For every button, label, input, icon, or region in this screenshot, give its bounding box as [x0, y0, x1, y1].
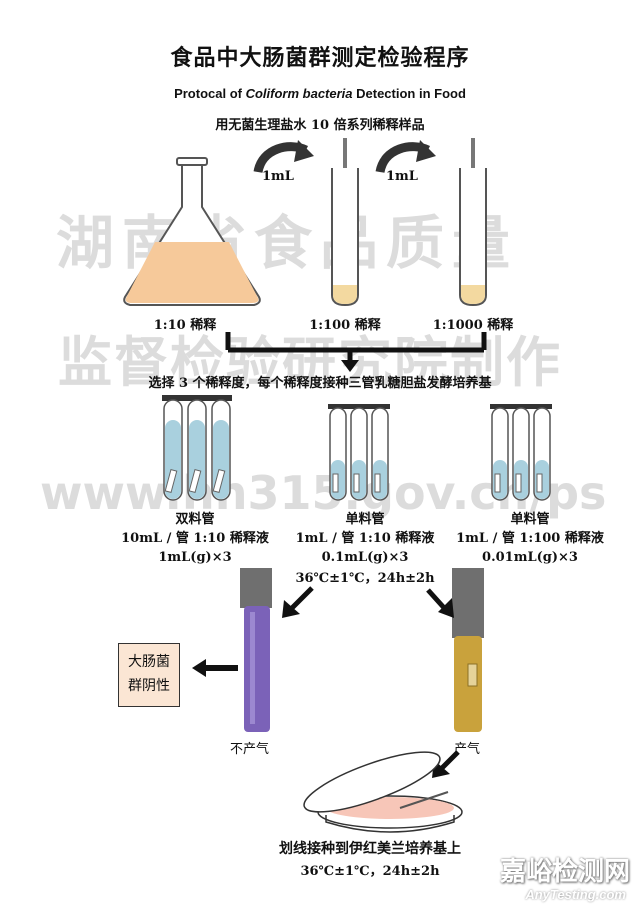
watermark-line-1: 湖南省食品质量	[56, 209, 519, 277]
step-dilution: 用无菌生理盐水 10 倍系列稀释样品	[215, 118, 425, 133]
negative-result-box: 大肠菌 群阴性	[118, 643, 180, 707]
tube-spec: 1mL / 管 1:10 稀释液	[295, 531, 435, 546]
tube-type: 双料管	[175, 512, 215, 527]
tube-type: 单料管	[510, 512, 550, 527]
transfer-arrow-1	[253, 140, 314, 174]
label-dilution-1-100: 1:100 稀释	[309, 318, 381, 333]
tube-group-double-label: 双料管 10mL / 管 1:10 稀释液 1mL(g)×3	[110, 510, 280, 567]
watermark-line-2: 监督检验研究院制作	[58, 331, 562, 394]
arrow-to-gas	[426, 588, 448, 612]
arrow-to-plate	[438, 750, 460, 772]
label-gas: 产气	[454, 742, 481, 757]
site-logo-en: AnyTesting.com	[525, 887, 626, 902]
tube-group-single-1-label: 单料管 1mL / 管 1:10 稀释液 0.1mL(g)×3	[280, 510, 450, 567]
transfer-arrow-2	[375, 140, 436, 174]
tube-result-gas	[452, 568, 484, 732]
petri-dish	[303, 751, 463, 833]
tube-dilution-1-100	[331, 138, 359, 307]
site-logo-cn: 嘉峪检测网	[499, 857, 630, 887]
tube-amount: 0.1mL(g)×3	[321, 550, 409, 565]
tube-amount: 0.01mL(g)×3	[482, 550, 578, 565]
tube-result-no-gas	[240, 568, 272, 732]
tube-spec: 1mL / 管 1:100 稀释液	[456, 531, 604, 546]
page-title: 食品中大肠菌群测定检验程序	[170, 46, 470, 71]
transfer-label-1: 1mL	[262, 169, 294, 184]
step-inoculate: 选择 3 个稀释度，每个稀释度接种三管乳糖胆盐发酵培养基	[148, 376, 492, 391]
tube-group-single-1	[328, 404, 390, 501]
step-streak: 划线接种到伊红美兰培养基上	[279, 841, 461, 857]
tube-group-single-2-label: 单料管 1mL / 管 1:100 稀释液 0.01mL(g)×3	[440, 510, 620, 567]
tube-group-single-2	[490, 404, 552, 501]
label-dilution-1-1000: 1:1000 稀释	[432, 318, 514, 333]
watermark-line-3: www.hn315.gov.cn/ps	[40, 466, 607, 520]
page-subtitle: Protocal of Coliform bacteria Detection …	[174, 86, 466, 101]
label-dilution-1-10: 1:10 稀释	[153, 318, 217, 333]
label-no-gas: 不产气	[230, 742, 270, 757]
transfer-label-2: 1mL	[386, 169, 418, 184]
down-arrow	[341, 360, 359, 372]
tube-type: 单料管	[345, 512, 385, 527]
incubation-label-2: 36℃±1℃，24h±2h	[300, 864, 440, 879]
tube-dilution-1-1000	[459, 138, 487, 307]
flask-dilution-1-10	[123, 157, 261, 306]
incubation-label-1: 36℃±1℃，24h±2h	[295, 571, 435, 586]
collector-bracket	[225, 332, 487, 364]
arrow-to-no-gas	[288, 586, 314, 612]
tube-group-double	[162, 395, 232, 501]
tube-spec: 10mL / 管 1:10 稀释液	[121, 531, 269, 546]
tube-amount: 1mL(g)×3	[158, 550, 232, 565]
